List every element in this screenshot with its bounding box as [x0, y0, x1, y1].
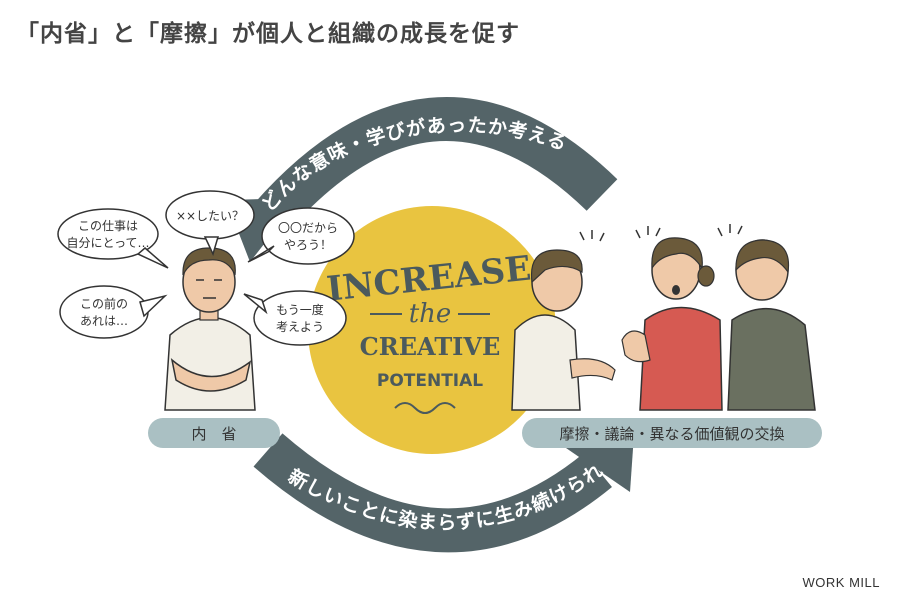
thinking-person-illustration [164, 247, 256, 411]
bubble-work-line1: この仕事は [78, 219, 138, 233]
flourish-icon [394, 402, 456, 414]
bubble-lasttime-line1: この前の [80, 296, 128, 311]
bubble-again-line1: もう一度 [276, 302, 324, 317]
speech-bubble-lasttime: この前の あれは… [59, 285, 168, 339]
footer-credit: WORK MILL [802, 575, 880, 590]
friction-pill: 摩擦・議論・異なる価値観の交換 [522, 418, 822, 448]
page-title: 「内省」と「摩擦」が個人と組織の成長を促す [16, 21, 520, 47]
center-circle: INCREASE the CREATIVE POTENTIAL [308, 206, 556, 454]
bubble-do-line1: 〇〇だから [278, 221, 338, 235]
center-line-4: POTENTIAL [377, 371, 483, 391]
bubble-work-line2: 自分にとって… [66, 236, 149, 250]
speech-bubble-do: 〇〇だから やろう！ [247, 207, 355, 265]
bubble-lasttime-line2: あれは… [80, 314, 128, 328]
introspection-pill: 内 省 [148, 418, 280, 448]
speech-bubble-want: ××したい？ [165, 190, 255, 257]
bubble-again-line2: 考えよう [276, 320, 324, 334]
center-line-3: CREATIVE [360, 332, 501, 361]
speech-bubble-again: もう一度 考えよう [243, 290, 347, 346]
bubble-want-line1: ××したい？ [176, 209, 244, 223]
discussion-group-illustration [511, 224, 816, 411]
friction-label: 摩擦・議論・異なる価値観の交換 [559, 425, 784, 443]
speech-bubble-work: この仕事は 自分にとって… [57, 208, 169, 269]
emphasis-marks-icon [579, 224, 743, 242]
bubble-do-line2: やろう！ [284, 238, 332, 252]
center-line-2: the [409, 299, 452, 329]
introspection-label: 内 省 [191, 425, 236, 443]
